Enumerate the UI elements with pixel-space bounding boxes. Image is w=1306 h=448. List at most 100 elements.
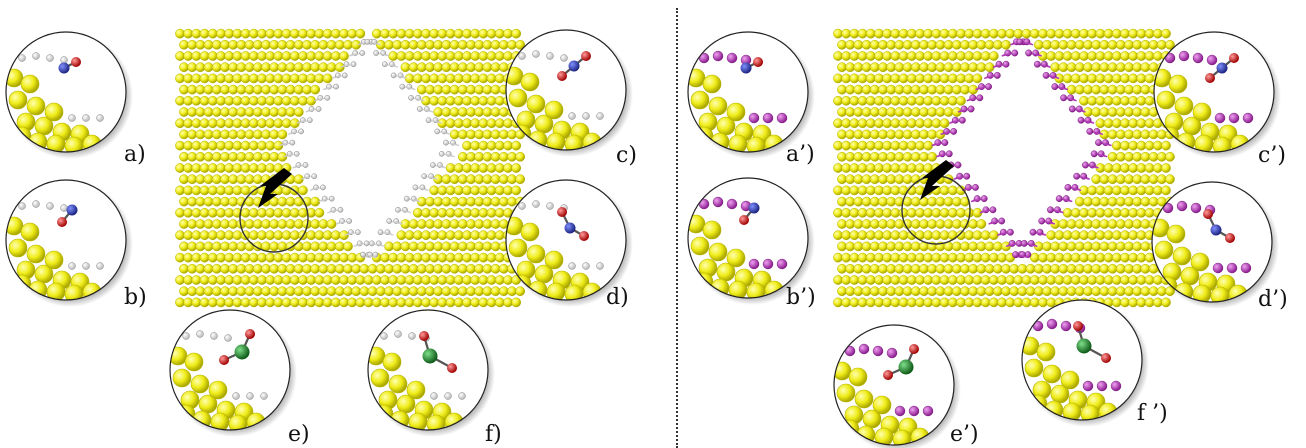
gold-atom (449, 39, 460, 50)
label-f: f) (485, 422, 502, 447)
gold-atom (281, 118, 292, 129)
gold-atom (915, 118, 925, 129)
gold-atom (849, 252, 860, 263)
gold-atom (1165, 151, 1175, 162)
gold-atom (951, 39, 962, 50)
gold-atom (1062, 28, 1073, 39)
gold-atom (392, 241, 403, 252)
gold-atom (939, 252, 950, 263)
fluorine-atom (976, 94, 984, 102)
gold-atom (184, 352, 204, 372)
inset-border (687, 31, 809, 153)
gold-atom (322, 230, 333, 241)
gold-atom (1136, 118, 1147, 129)
panel-divider (676, 8, 678, 448)
gold-atom (175, 185, 185, 196)
gold-atom (1054, 51, 1065, 61)
gold-atom (878, 39, 888, 50)
gold-atom (1054, 28, 1065, 39)
gold-atom (964, 275, 975, 285)
fluorine-atom (886, 347, 898, 359)
gold-atom (273, 297, 284, 308)
gold-atom (199, 207, 210, 218)
gold-atom (972, 51, 983, 61)
gold-atom (257, 95, 267, 106)
hydrogen-atom (60, 56, 68, 64)
gold-atom (26, 244, 46, 264)
gold-atom (841, 252, 852, 263)
gold-atom (326, 219, 337, 229)
gold-atom (915, 252, 925, 263)
gold-atom (1074, 62, 1085, 73)
gold-atom (363, 297, 374, 308)
gold-atom (857, 73, 868, 84)
gold-atom (44, 250, 64, 270)
gold-atom (1120, 252, 1130, 263)
gold-atom (306, 252, 317, 263)
gold-atom (869, 196, 880, 207)
gold-atom (997, 275, 1007, 285)
gold-atom (902, 174, 913, 185)
gold-atom (845, 263, 856, 274)
gold-atom (882, 230, 893, 241)
gold-atom (474, 62, 485, 73)
fluorine-atom (1214, 112, 1226, 124)
gold-atom (1091, 263, 1102, 274)
gold-atom (482, 84, 493, 95)
gold-atom (187, 196, 198, 207)
fluorine-atom (1012, 251, 1019, 259)
gold-atom (445, 51, 456, 61)
gold-atom (232, 73, 243, 84)
gold-atom (1115, 241, 1126, 252)
fluorine-atom (941, 139, 949, 147)
gold-atom (302, 62, 312, 73)
gold-atom (265, 163, 276, 173)
gold-atom (902, 39, 913, 50)
gold-atom (1136, 207, 1147, 218)
gold-atom (972, 275, 983, 285)
gold-atom (1038, 28, 1048, 39)
gold-atom (470, 275, 481, 285)
gold-atom (203, 107, 214, 117)
gold-atom (466, 151, 476, 162)
gold-atom (1128, 252, 1139, 263)
gold-atom (388, 51, 399, 61)
hydrogen-atom (377, 229, 384, 236)
gold-atom (179, 39, 189, 50)
gold-atom (1024, 358, 1044, 378)
gold-atom (1132, 174, 1143, 185)
gold-atom (1054, 252, 1065, 263)
fluorine-atom (1206, 54, 1218, 66)
gold-atom (951, 241, 962, 252)
gold-atom (931, 118, 942, 129)
gold-atom (845, 62, 856, 73)
gold-atom (898, 28, 909, 39)
gold-atom (935, 196, 946, 207)
gold-atom (433, 286, 444, 297)
gold-atom (849, 95, 860, 106)
gold-atom (849, 163, 860, 173)
gold-atom (1099, 286, 1110, 297)
gold-atom (833, 297, 843, 308)
gold-atom (1074, 39, 1085, 50)
label-e-prime: e’) (950, 422, 979, 447)
hydrogen-atom (350, 61, 357, 68)
gold-atom (1128, 297, 1139, 308)
inset-border (1153, 31, 1275, 153)
gold-atom (203, 84, 214, 95)
gold-atom (207, 95, 218, 106)
gold-atom (980, 51, 991, 61)
gold-atom (1136, 51, 1147, 61)
gold-atom (220, 62, 230, 73)
gold-atom (478, 118, 489, 129)
gold-atom (457, 196, 468, 207)
gold-atom (277, 263, 288, 274)
hydrogen-atom (364, 38, 371, 45)
gold-atom (841, 163, 852, 173)
gold-atom (195, 286, 206, 297)
fluorine-atom (1011, 49, 1019, 57)
gold-atom (833, 118, 843, 129)
gold-atom (1128, 163, 1139, 173)
gold-atom (882, 51, 893, 61)
gold-atom (968, 241, 979, 252)
